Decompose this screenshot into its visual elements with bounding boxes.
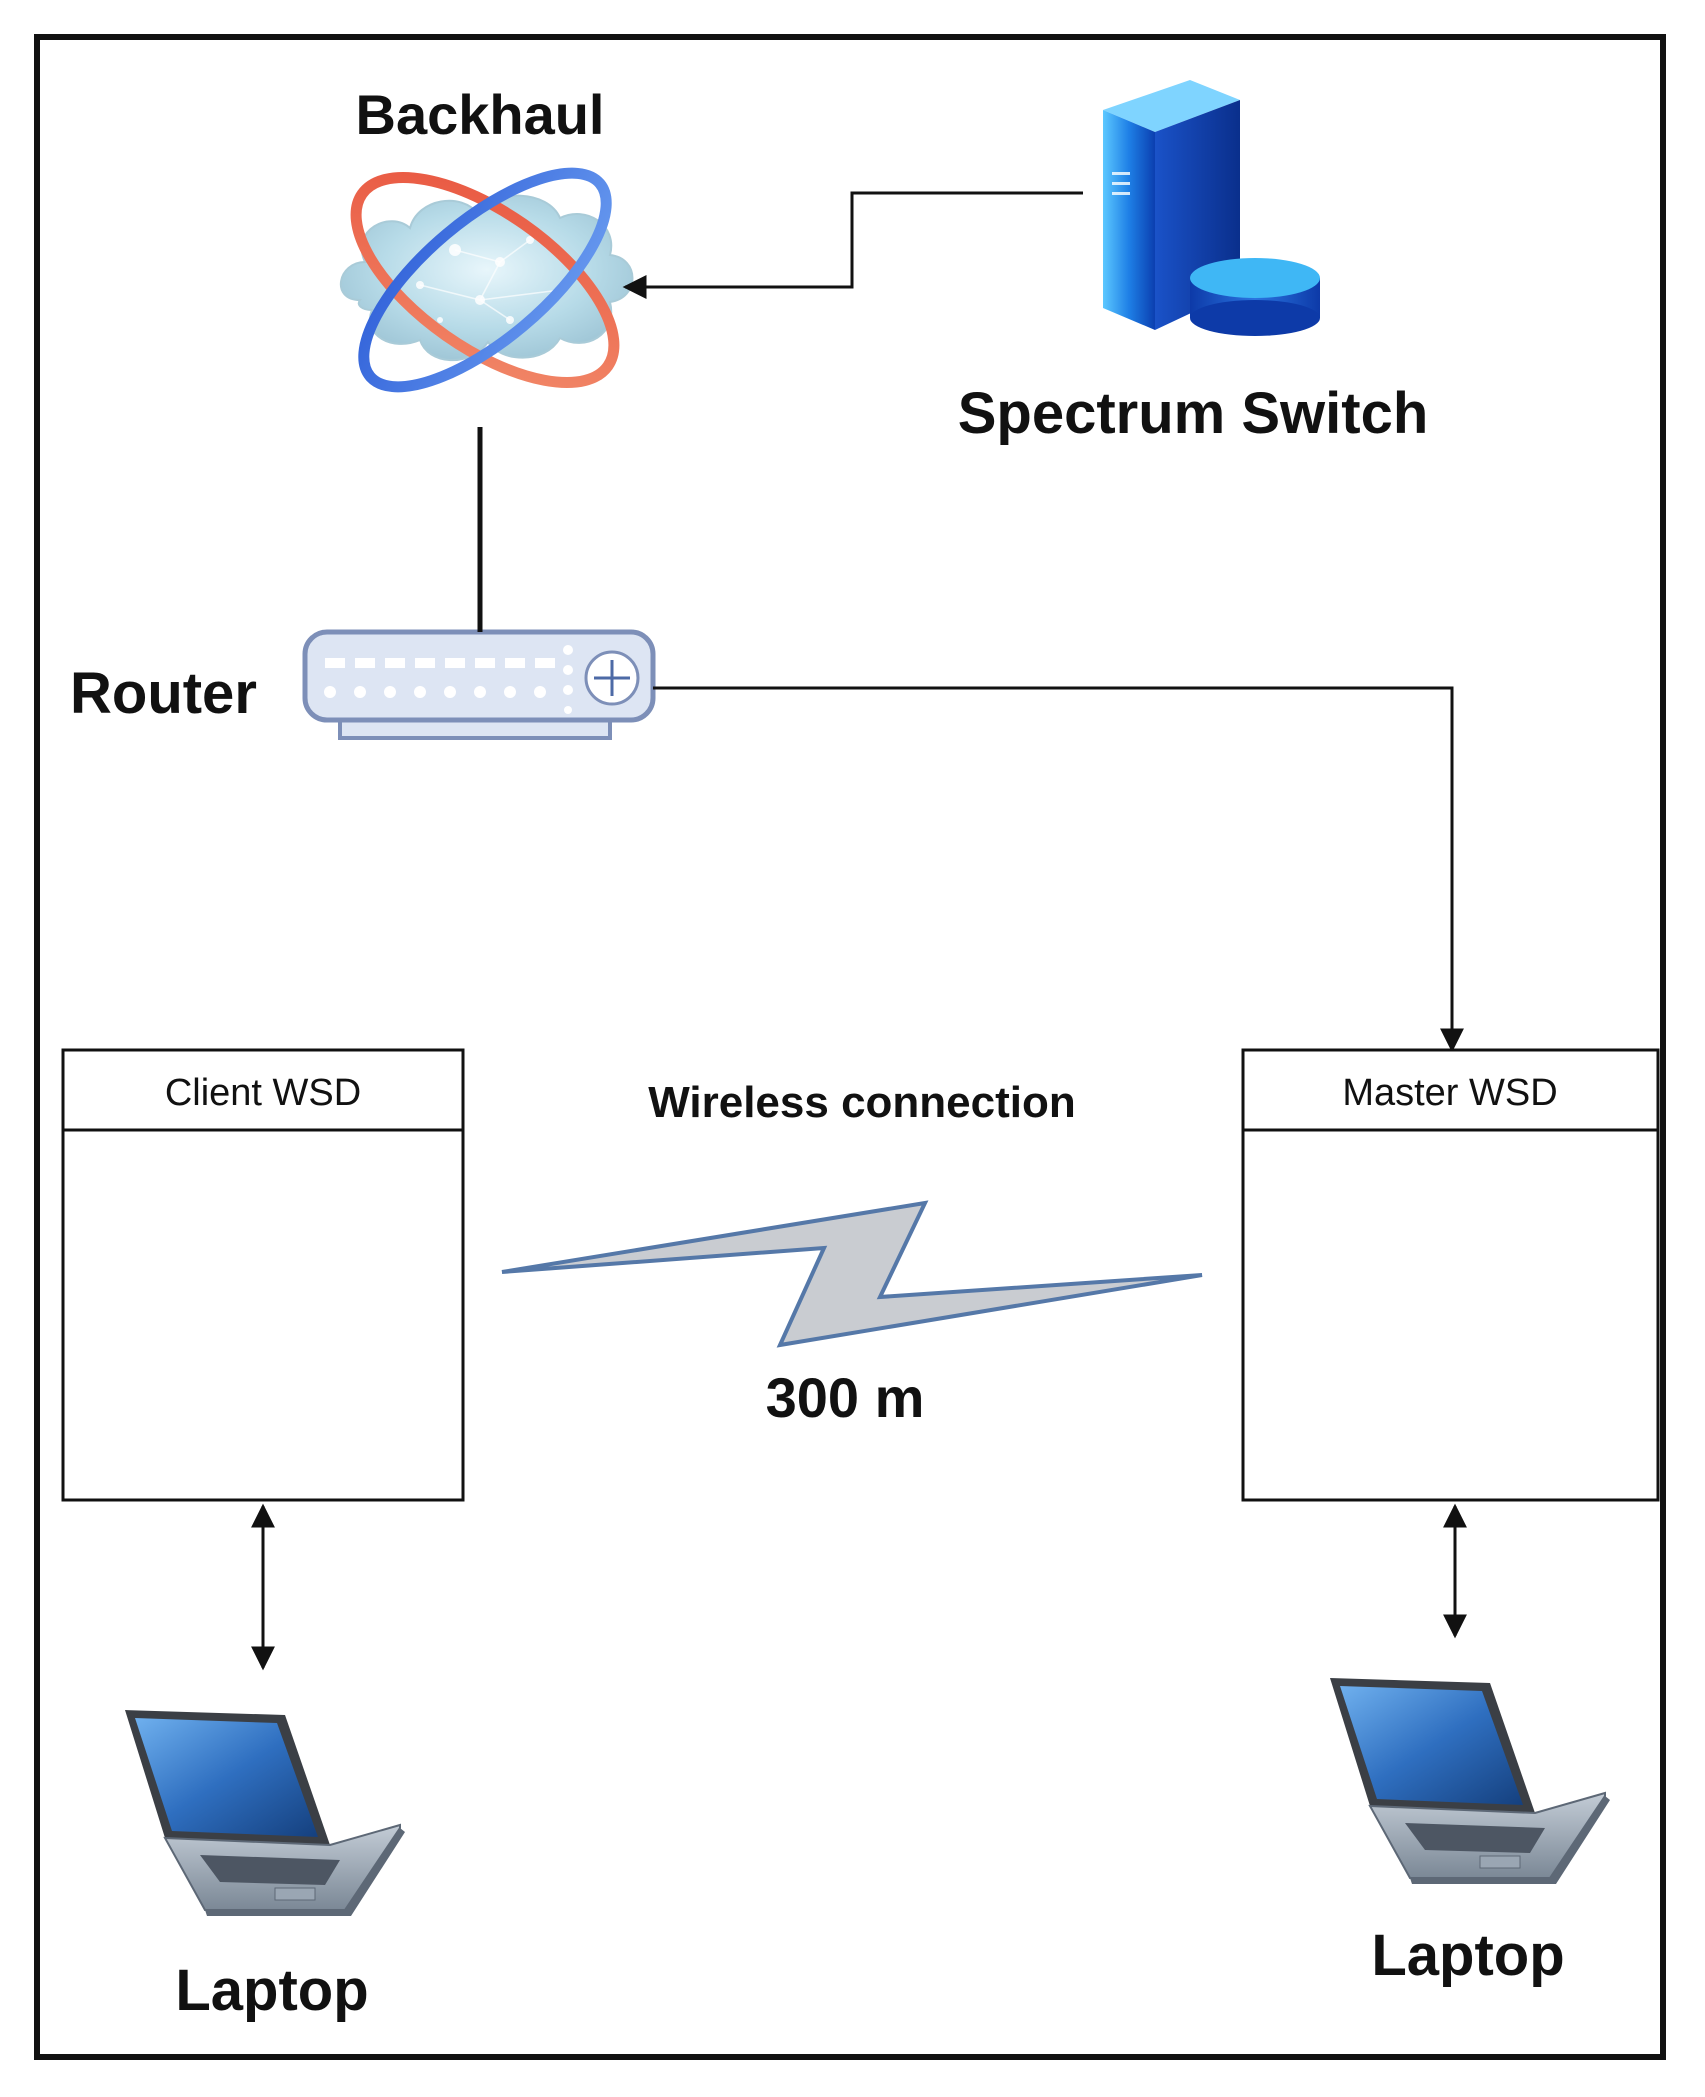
laptop-right-label: Laptop [1371,1923,1564,1988]
switch-to-backhaul-line [622,191,1083,299]
router-to-master-line [653,686,1464,1053]
spectrum-switch-label: Spectrum Switch [958,381,1429,446]
router-label: Router [70,661,257,726]
router-icon [302,629,656,740]
cloud-network-icon [340,167,634,393]
laptop-icon [1330,1678,1610,1884]
server-database-icon [1103,80,1320,336]
wireless-connection-label: Wireless connection [648,1078,1076,1127]
client-wsd-box [61,1048,465,1502]
outer-border [34,34,1666,2060]
master-wsd-title: Master WSD [1342,1072,1557,1114]
lightning-bolt-icon [501,1200,1203,1348]
laptop-icon [125,1710,405,1916]
distance-label: 300 m [766,1366,925,1429]
master-wsd-box [1241,1048,1660,1502]
client-wsd-title: Client WSD [165,1072,361,1114]
backhaul-label: Backhaul [356,83,605,146]
laptop-left-label: Laptop [175,1958,368,2023]
